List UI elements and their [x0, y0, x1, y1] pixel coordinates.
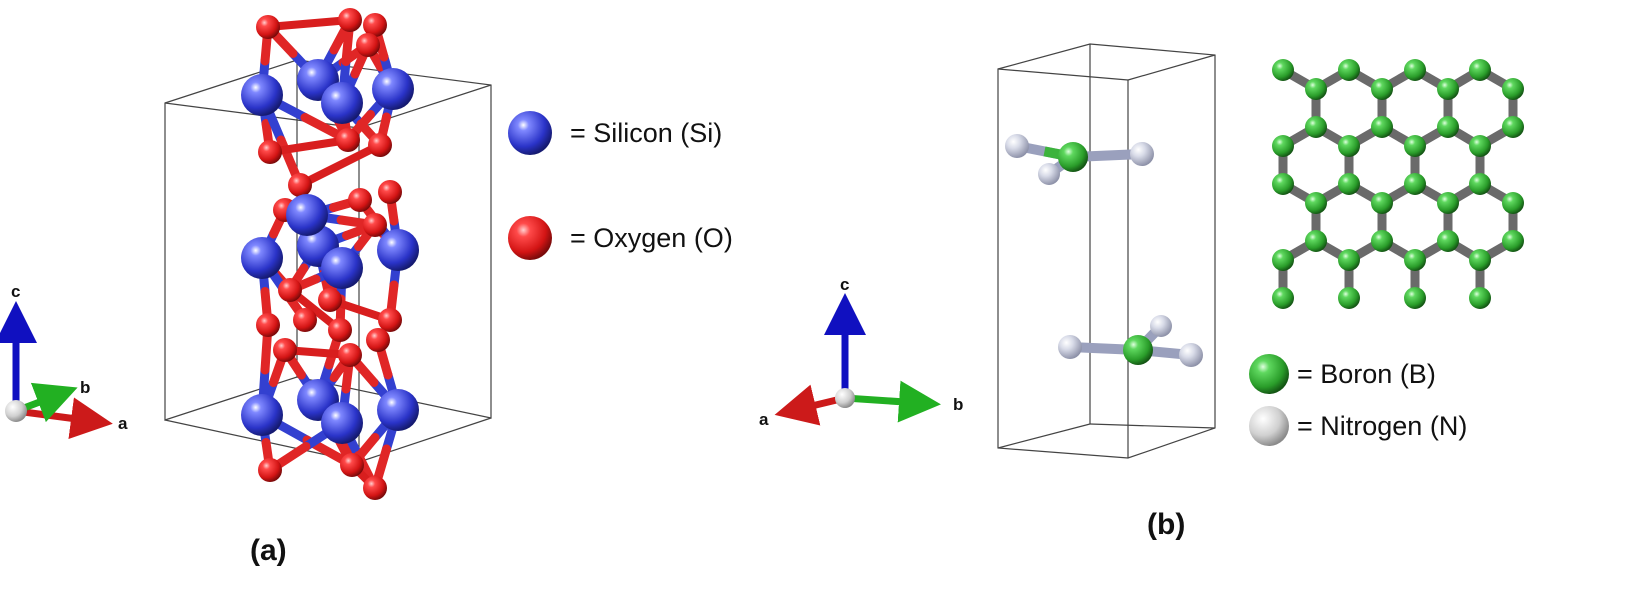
panel-a [0, 8, 552, 500]
axis-origin [5, 400, 27, 422]
axis-triad-a [0, 301, 113, 440]
bn-fragment-top [1005, 134, 1154, 185]
panel-b-caption: (b) [1147, 508, 1186, 541]
legend-nitrogen-sphere [1249, 406, 1289, 446]
panel-b [774, 43, 1524, 459]
quartz-structure [241, 8, 419, 500]
axis-c-label-a: c [11, 282, 21, 301]
legend-silicon-label: = Silicon (Si) [570, 118, 723, 148]
axis-triad-b [774, 293, 941, 426]
axis-b-label-b: b [953, 395, 964, 414]
axis-a-arrow [15, 397, 113, 440]
axis-origin-b [835, 388, 855, 408]
axis-b-label-a: b [80, 378, 91, 397]
axis-a-label-a: a [118, 414, 128, 433]
legend-nitrogen-label: = Nitrogen (N) [1297, 411, 1468, 441]
panel-a-caption: (a) [250, 534, 287, 567]
legend-silicon-sphere [508, 111, 552, 155]
legend-boron-label: = Boron (B) [1297, 359, 1436, 389]
axis-c-label-b: c [840, 275, 850, 294]
axis-a-label-b: a [759, 410, 769, 429]
legend-boron-sphere [1249, 354, 1289, 394]
bn-fragment-bottom [1058, 315, 1203, 367]
legend-oxygen-sphere [508, 216, 552, 260]
hbn-honeycomb-sheet [1272, 59, 1524, 309]
unit-cell-b [997, 43, 1216, 459]
axis-b-arrow-b [844, 380, 941, 423]
legend-oxygen-label: = Oxygen (O) [570, 223, 733, 253]
